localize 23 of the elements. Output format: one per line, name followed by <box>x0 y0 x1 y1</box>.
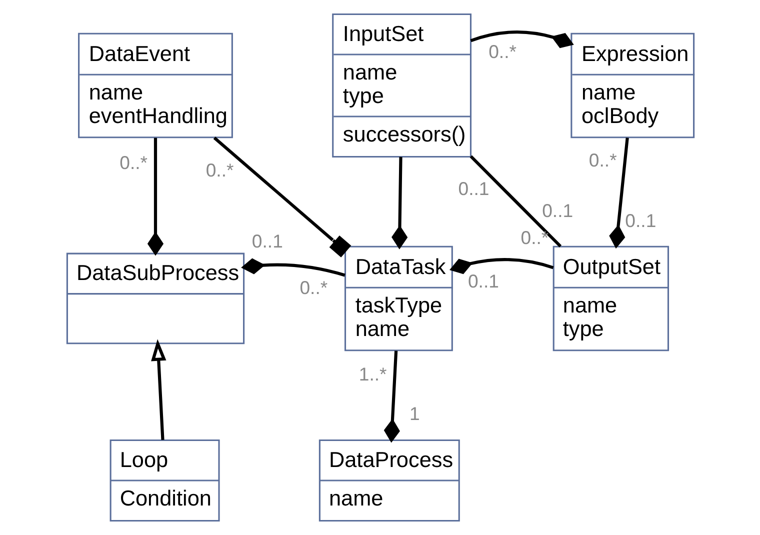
connector <box>240 258 345 277</box>
connector <box>608 138 628 249</box>
label: 1..* <box>358 364 386 385</box>
connector <box>146 138 164 256</box>
label: 0..1 <box>251 230 282 252</box>
connector <box>212 136 351 258</box>
label: 0..* <box>520 226 548 248</box>
label: 0..1 <box>467 270 498 292</box>
arrow <box>150 339 166 440</box>
label: 0..* <box>299 276 328 298</box>
connector <box>383 350 400 443</box>
label: 1 <box>408 402 420 424</box>
label: 0..1 <box>458 178 489 200</box>
label: 0..* <box>119 152 148 173</box>
label: 0..* <box>488 40 516 62</box>
connector <box>391 156 408 250</box>
connector <box>449 258 554 274</box>
label: 0..1 <box>624 210 656 231</box>
connector <box>470 30 574 48</box>
label: 0..* <box>205 159 234 180</box>
label: 0..1 <box>542 200 573 222</box>
label: 0..* <box>588 149 616 170</box>
connector <box>469 155 562 248</box>
